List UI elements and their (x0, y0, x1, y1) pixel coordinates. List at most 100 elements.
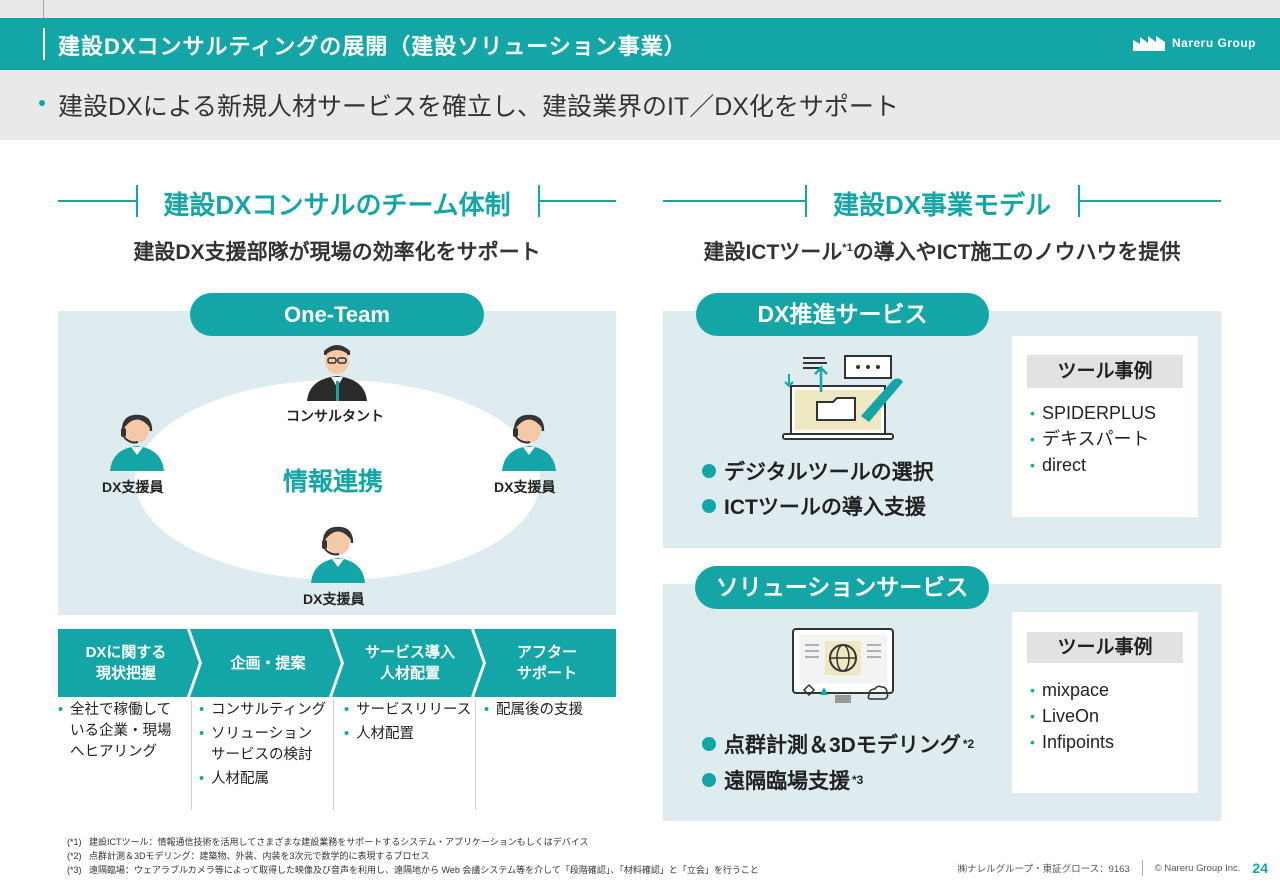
list-item: コンサルティング (199, 700, 329, 721)
heading-rule-left (663, 200, 805, 202)
step-current-assessment: DXに関する現状把握 (58, 629, 194, 697)
step-planning-proposal: 企画・提案 (200, 629, 336, 697)
step-3-label-line1: サービス導入 (364, 644, 455, 661)
left-section-heading: 建設DXコンサルのチーム体制 (58, 185, 616, 220)
team-structure-subtitle: 建設DX支援部隊が現場の効率化をサポート (133, 241, 541, 264)
footnotes: (*1) 建設ICTツール：情報通信技術を活用してさまざまな建設業務をサポートする… (67, 835, 759, 877)
footnote-1: (*1) 建設ICTツール：情報通信技術を活用してさまざまな建設業務をサポートする… (67, 835, 759, 849)
support-staff-icon (502, 414, 556, 471)
footnote-text: 点群計測＆3Dモデリング：建築物、外装、内装を3次元で数学的に表現するプロセス (89, 851, 430, 861)
support-staff-icon (311, 526, 365, 583)
feature-remote-inspection: 遠隔臨場支援*3 (702, 765, 863, 795)
feature-text: 点群計測＆3Dモデリング (724, 734, 961, 757)
logo-text: Nareru Group (1171, 36, 1256, 50)
nareru-logo-icon (1132, 36, 1165, 51)
solution-service-pill: ソリューションサービス (695, 566, 989, 609)
footnote-2: (*2) 点群計測＆3Dモデリング：建築物、外装、内装を3次元で数学的に表現するプ… (67, 849, 759, 863)
subtitle-part1: 建設ICTツール (703, 241, 843, 264)
key-message-bullet (39, 100, 45, 106)
tool-item: LiveOn (1030, 703, 1114, 729)
step-after-support: アフターサポート (484, 629, 610, 697)
support-staff-icon (110, 414, 164, 471)
footer-divider (1141, 860, 1143, 876)
step-3-items: サービスリリース 人材配置 (344, 700, 476, 810)
solution-tool-examples-title: ツール事例 (1027, 632, 1183, 663)
slide-title: 建設DXコンサルティングの展開（建設ソリューション事業） (58, 34, 687, 59)
footnote-ref: *1 (842, 242, 853, 254)
slide-header: 建設DXコンサルティングの展開（建設ソリューション事業） Nareru Grou… (0, 18, 1280, 70)
business-model-title: 建設DX事業モデル (832, 190, 1052, 220)
list-item: 全社で稼働して いる企業・現場 へヒアリング (58, 700, 184, 763)
dx-tool-examples-title: ツール事例 (1027, 355, 1183, 388)
list-item: サービスリリース (344, 700, 476, 721)
header-accent-bar (43, 28, 45, 60)
tool-item: SPIDERPLUS (1030, 400, 1156, 426)
footnote-mark: (*1) (67, 837, 82, 847)
column-divider (475, 700, 476, 810)
tool-item: デキスパート (1030, 426, 1156, 452)
key-message-band: 建設DXによる新規人材サービスを確立し、建設業界のIT／DX化をサポート (0, 70, 1280, 140)
step-1-label-line1: DXに関する (85, 644, 167, 661)
dx-tool-list: SPIDERPLUS デキスパート direct (1030, 400, 1156, 478)
footnote-text: 建設ICTツール：情報通信技術を活用してさまざまな建設業務をサポートするシステム… (89, 837, 589, 847)
list-item: 配属後の支援 (484, 700, 614, 721)
dx-service-pill: DX推進サービス (696, 293, 989, 336)
heading-rule-right (538, 200, 616, 202)
step-2-label-line1: 企画・提案 (230, 654, 306, 672)
step-3-label-line2: 人材配置 (379, 665, 440, 682)
tool-item: Infipoints (1030, 729, 1114, 755)
step-1-label-line2: 現状把握 (95, 665, 156, 682)
heading-rule-right (1078, 200, 1221, 202)
list-item: ソリューション サービスの検討 (199, 724, 329, 766)
slide-footer: ㈱ナレルグループ・東証グロース：9163 © Nareru Group Inc.… (958, 860, 1268, 876)
feature-point-cloud-3d: 点群計測＆3Dモデリング*2 (702, 729, 974, 759)
step-4-label-line2: サポート (516, 665, 577, 682)
laptop-digital-tool-icon (782, 355, 903, 440)
consultant-icon (307, 345, 367, 401)
column-divider (333, 700, 334, 810)
support-staff-bottom-label: DX支援員 (303, 591, 365, 607)
feature-bullet (702, 464, 716, 478)
right-section-heading: 建設DX事業モデル (663, 185, 1221, 220)
footnote-ref: *2 (962, 737, 975, 751)
feature-bullet (702, 773, 716, 787)
step-1-items: 全社で稼働して いる企業・現場 へヒアリング (58, 700, 184, 810)
top-strip (0, 0, 1280, 18)
company-logo: Nareru Group (1132, 34, 1256, 52)
step-service-introduction: サービス導入人材配置 (342, 629, 478, 697)
feature-bullet (702, 499, 716, 513)
feature-text: デジタルツールの選択 (724, 461, 934, 484)
step-2-items: コンサルティング ソリューション サービスの検討 人材配属 (199, 700, 329, 810)
process-chevrons (58, 629, 616, 697)
footnote-3: (*3) 遠隔臨場：ウェアラブルカメラ等によって取得した映像及び音声を利用し、遠隔… (67, 863, 759, 877)
feature-ict-tool-introduction: ICTツールの導入支援 (702, 491, 926, 521)
footnote-ref: *3 (852, 773, 864, 787)
feature-digital-tool-selection: デジタルツールの選択 (702, 456, 934, 486)
copyright: © Nareru Group Inc. (1154, 862, 1241, 874)
support-staff-right-label: DX支援員 (494, 479, 556, 495)
tool-item: direct (1030, 452, 1156, 478)
heading-cap-left (136, 185, 138, 217)
column-divider (191, 700, 192, 810)
business-model-subtitle: 建設ICTツール*1の導入やICT施工のノウハウを提供 (663, 236, 1221, 266)
footnote-mark: (*3) (67, 865, 82, 875)
step-4-label-line1: アフター (516, 644, 577, 661)
consultant-label: コンサルタント (286, 408, 384, 424)
step-4-items: 配属後の支援 (484, 700, 614, 810)
information-sharing-label: 情報連携 (283, 468, 384, 496)
feature-text: ICTツールの導入支援 (724, 496, 926, 519)
footnote-mark: (*2) (67, 851, 82, 861)
page-number: 24 (1252, 860, 1268, 876)
subtitle-part2: の導入やICT施工のノウハウを提供 (852, 241, 1181, 264)
tool-item: mixpace (1030, 677, 1114, 703)
team-structure-title: 建設DXコンサルのチーム体制 (163, 190, 511, 220)
one-team-pill: One-Team (190, 293, 484, 336)
company-listing: ㈱ナレルグループ・東証グロース：9163 (957, 864, 1130, 875)
support-staff-left-label: DX支援員 (102, 479, 164, 495)
monitor-3d-icon (792, 628, 894, 703)
list-item: 人材配置 (344, 724, 476, 745)
top-strip-divider (43, 0, 44, 18)
feature-text: 遠隔臨場支援 (724, 770, 850, 793)
key-message: 建設DXによる新規人材サービスを確立し、建設業界のIT／DX化をサポート (58, 93, 899, 121)
footnote-text: 遠隔臨場：ウェアラブルカメラ等によって取得した映像及び音声を利用し、遠隔地から … (89, 865, 759, 875)
